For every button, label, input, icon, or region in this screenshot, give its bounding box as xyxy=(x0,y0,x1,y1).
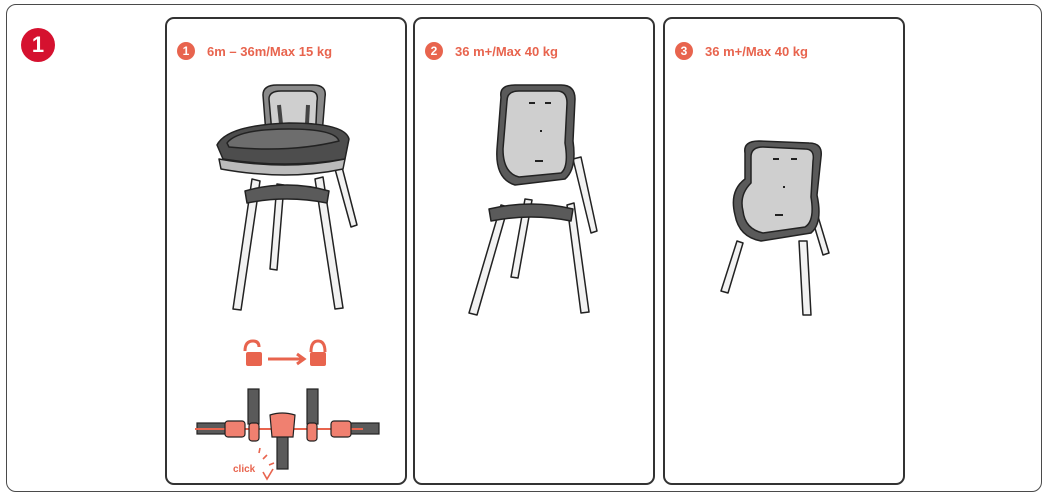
panel-header: 3 36 m+/Max 40 kg xyxy=(675,42,808,60)
highchair-no-tray-illustration xyxy=(468,84,598,316)
highchair-with-tray-illustration xyxy=(216,84,358,311)
instruction-frame xyxy=(6,4,1042,492)
panel-header: 2 36 m+/Max 40 kg xyxy=(425,42,558,60)
panel-age-weight-label: 36 m+/Max 40 kg xyxy=(705,43,808,59)
panel-age-weight-label: 36 m+/Max 40 kg xyxy=(455,43,558,59)
panel-chair-low: 3 36 m+/Max 40 kg xyxy=(663,17,905,485)
panel-header: 1 6m – 36m/Max 15 kg xyxy=(177,42,332,60)
panel-highchair-with-tray: 1 6m – 36m/Max 15 kg xyxy=(165,17,407,485)
panel-number-badge: 2 xyxy=(425,42,443,60)
locked-padlock-icon xyxy=(309,339,327,353)
step-number-badge: 1 xyxy=(21,28,55,62)
unlocked-padlock-icon xyxy=(243,339,261,352)
panel-number-badge: 3 xyxy=(675,42,693,60)
panel-age-weight-label: 6m – 36m/Max 15 kg xyxy=(207,43,333,59)
low-chair-illustration xyxy=(720,140,830,316)
click-label: click xyxy=(233,464,256,475)
panel-highchair-no-tray: 2 36 m+/Max 40 kg xyxy=(413,17,655,485)
panel-number-badge: 1 xyxy=(177,42,195,60)
harness-buckle-diagram: click xyxy=(195,339,380,481)
